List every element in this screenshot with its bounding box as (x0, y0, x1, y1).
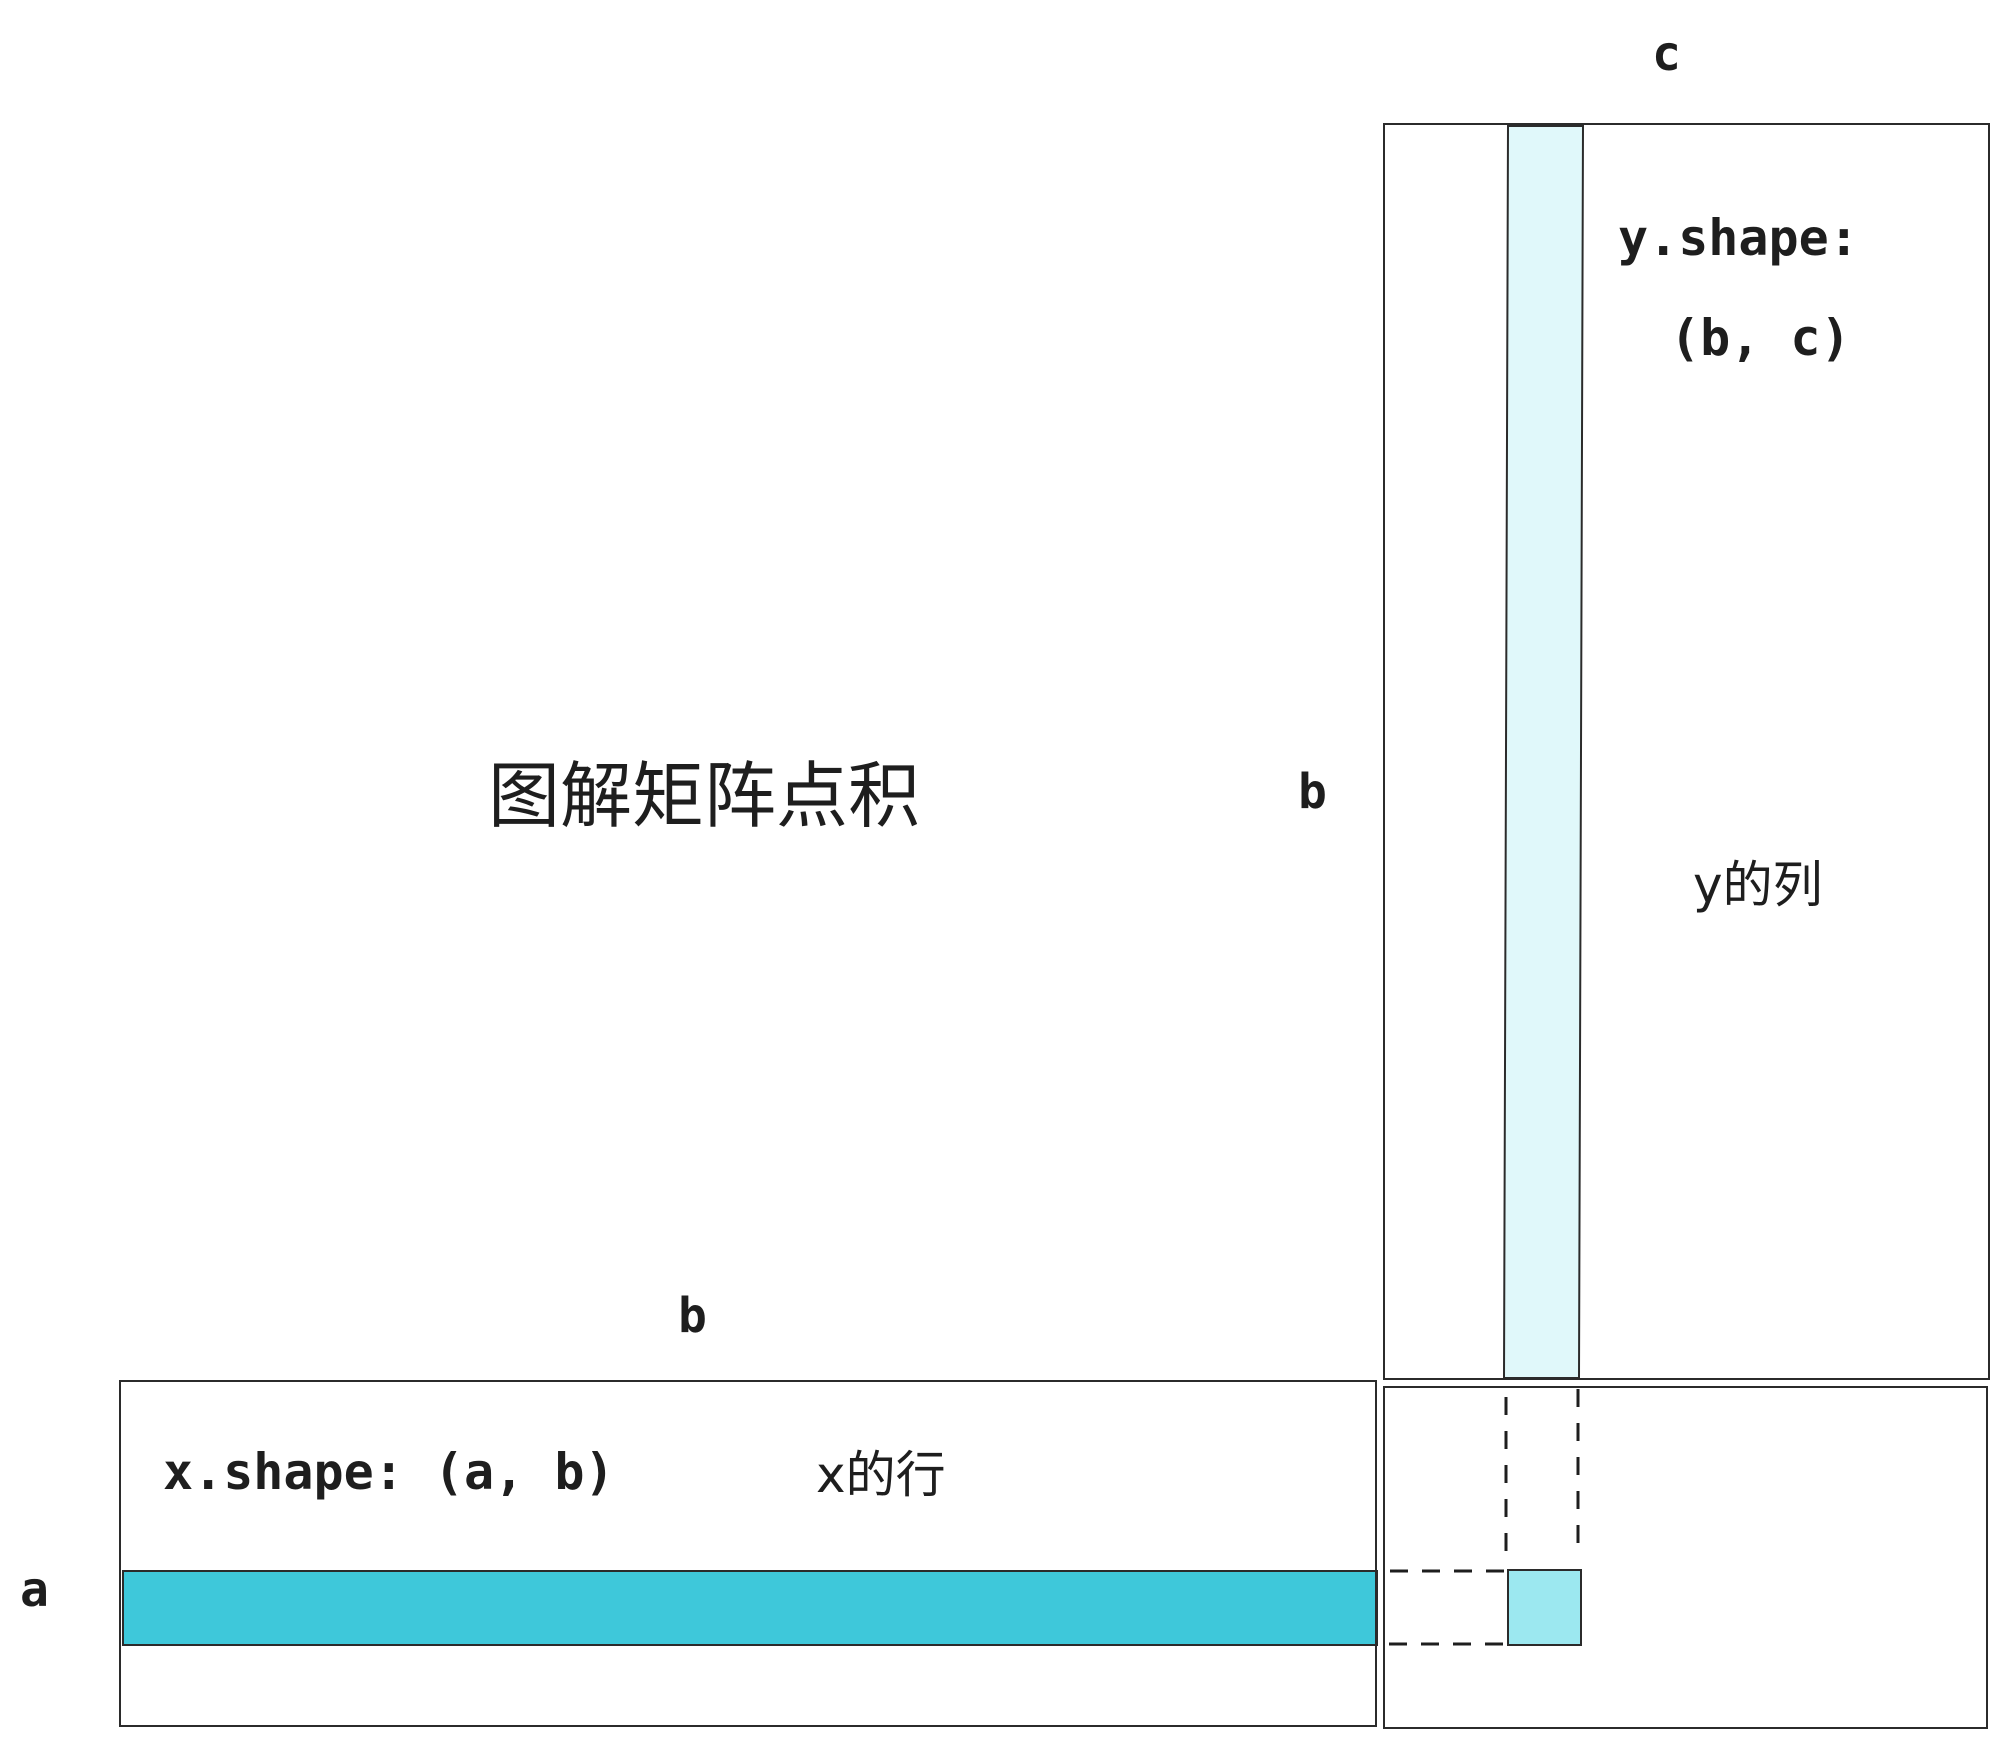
x-dim-rows-label: a (20, 1562, 49, 1618)
y-column-label: y的列 (1693, 856, 1823, 914)
result-cell (1507, 1569, 1582, 1646)
x-dim-cols-label: b (678, 1288, 707, 1344)
result-matrix-box (1383, 1386, 1988, 1729)
x-shape-label: x.shape: (a, b) (163, 1443, 615, 1501)
y-dim-rows-label: b (1298, 764, 1327, 820)
y-matrix-box (1383, 123, 1990, 1380)
x-row-label: x的行 (816, 1446, 946, 1504)
x-matrix-box (119, 1380, 1377, 1727)
y-shape-label: y.shape: (1618, 209, 1859, 267)
x-row-highlight (122, 1570, 1378, 1646)
y-shape-value: (b, c) (1670, 309, 1851, 367)
y-dim-cols-label: c (1652, 26, 1681, 82)
diagram-title: 图解矩阵点积 (488, 754, 921, 838)
y-column-highlight (1502, 125, 1585, 1379)
